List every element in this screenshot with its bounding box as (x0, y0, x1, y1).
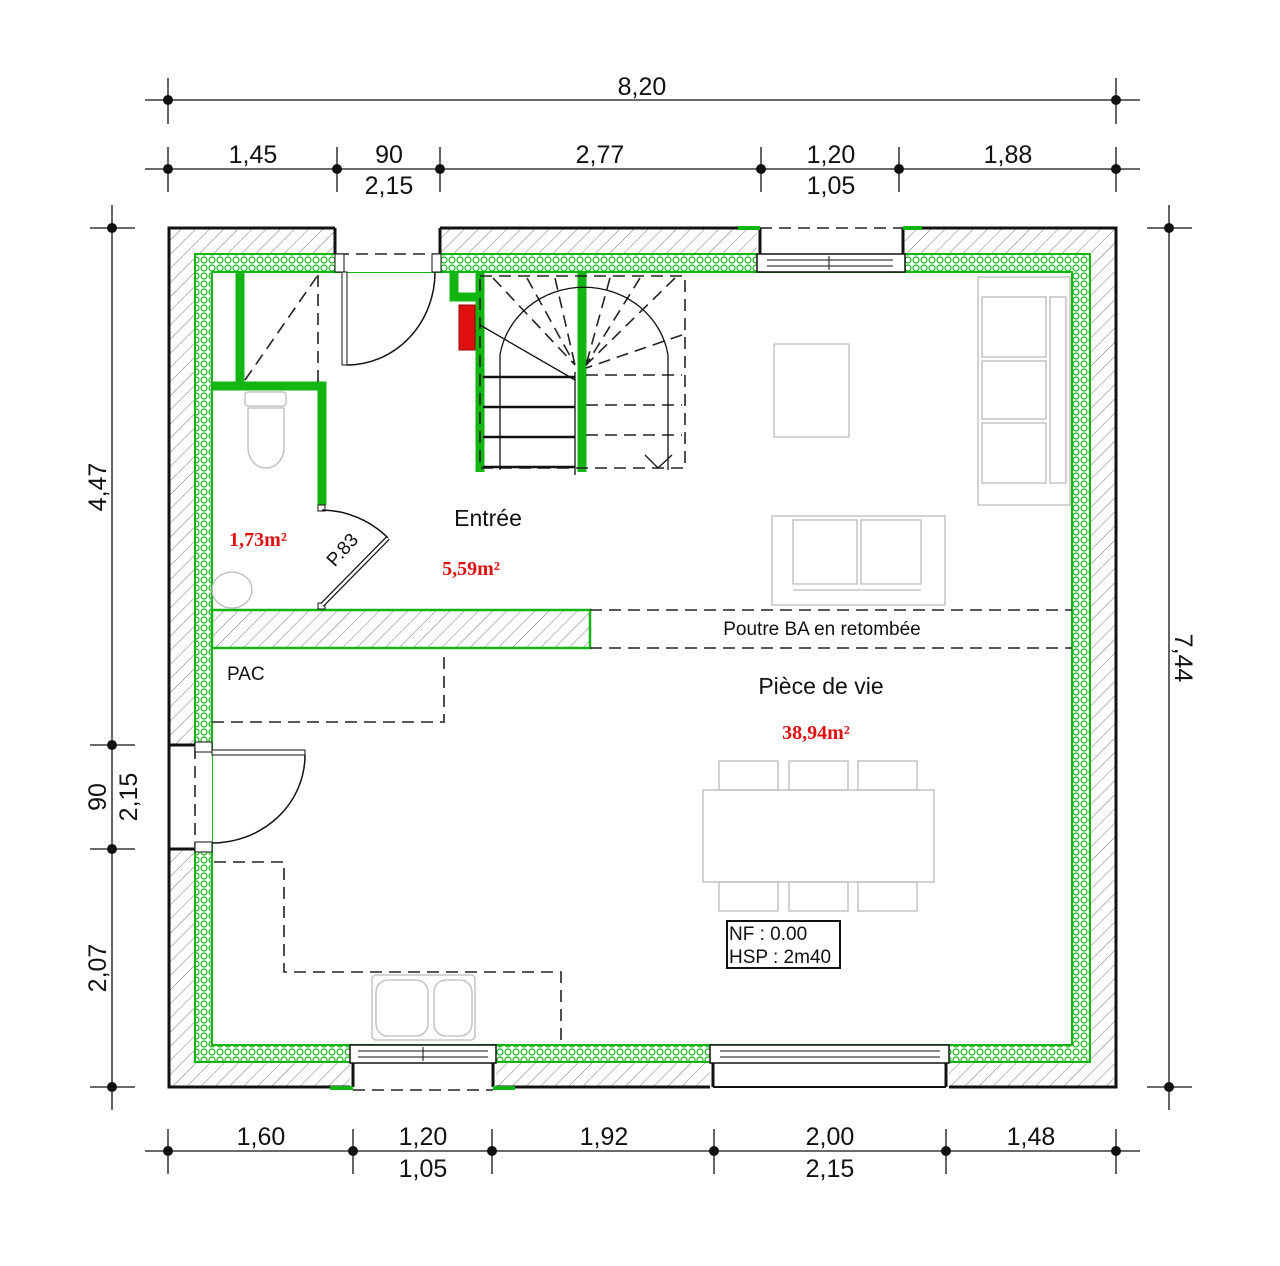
side-door (167, 741, 306, 853)
bay-window (709, 1044, 950, 1089)
dim-top: 2,15 (365, 172, 414, 200)
dim-bottom: 1,05 (399, 1155, 448, 1183)
dim-top: 1,45 (229, 141, 278, 169)
dim-top: 1,20 (807, 141, 856, 169)
level-box (726, 920, 841, 969)
living-area: 38,94m² (782, 722, 850, 744)
beam-label: Poutre BA en retombée (723, 619, 921, 640)
beam (210, 608, 1072, 650)
sofa-center (771, 515, 946, 606)
dim-top: 2,77 (576, 141, 625, 169)
dimension-labels: 8,20 1,45 90 2,15 2,77 1,20 1,05 1,88 4,… (84, 73, 1197, 1183)
chimney (458, 304, 476, 351)
sink-icon (371, 974, 476, 1041)
level-nf: NF : 0.00 (729, 924, 807, 945)
dim-top: 1,05 (807, 172, 856, 200)
dim-left: 2,15 (115, 773, 143, 822)
dim-bottom: 2,00 (806, 1123, 855, 1151)
dim-top: 1,88 (984, 141, 1033, 169)
kitchen-counter (214, 861, 562, 1043)
dim-left: 90 (84, 783, 112, 811)
bottom-window (330, 1044, 515, 1091)
pac-label: PAC (227, 664, 265, 685)
coffee-table (773, 343, 850, 438)
wc-area: 1,73m² (229, 529, 287, 551)
dim-bottom: 1,60 (237, 1123, 286, 1151)
dim-top-total: 8,20 (618, 73, 667, 101)
entry-door-opening (335, 226, 440, 272)
dim-bottom: 1,92 (580, 1123, 629, 1151)
level-hsp: HSP : 2m40 (729, 947, 831, 968)
dining-table (702, 760, 935, 912)
washbasin-icon (211, 571, 253, 609)
exterior-walls (167, 226, 1118, 1089)
dim-left: 2,07 (84, 944, 112, 993)
dim-bottom: 2,15 (806, 1155, 855, 1183)
dim-left: 4,47 (84, 463, 112, 512)
living-name: Pièce de vie (758, 673, 883, 699)
entree-name: Entrée (454, 505, 522, 531)
dim-right-total: 7,44 (1169, 634, 1197, 683)
room-labels: 1,73m² Entrée 5,59m² P.83 Poutre BA en r… (227, 505, 921, 969)
sofa-right (977, 276, 1071, 506)
openings (167, 226, 950, 1091)
staircase (449, 272, 686, 475)
dim-bottom: 1,20 (399, 1123, 448, 1151)
pac-zone (212, 650, 445, 723)
dim-top: 90 (375, 141, 403, 169)
dim-bottom: 1,48 (1007, 1123, 1056, 1151)
toilet-icon (244, 391, 287, 469)
wc-partitions (211, 272, 390, 610)
entree-area: 5,59m² (442, 558, 500, 580)
dimension-lines (90, 78, 1192, 1174)
top-window (738, 226, 922, 273)
